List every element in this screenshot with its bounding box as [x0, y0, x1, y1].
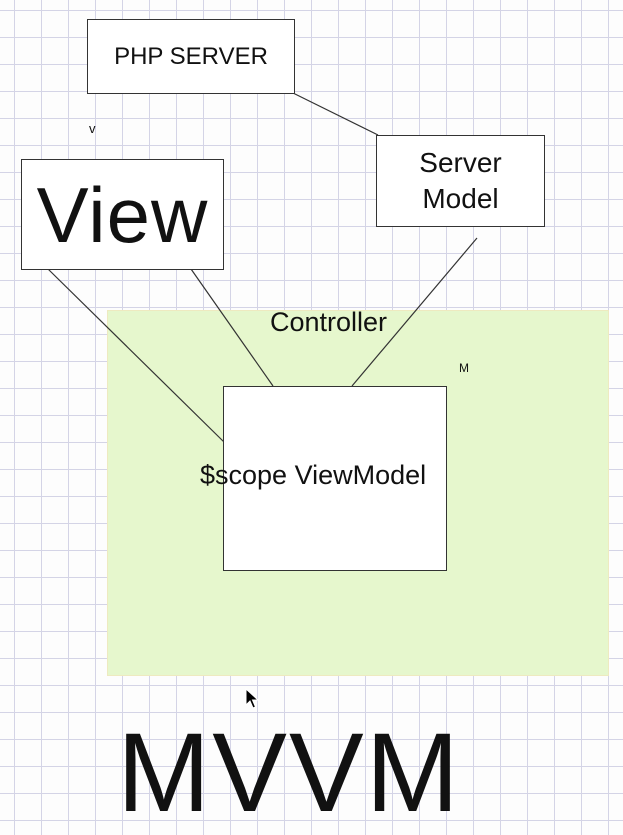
viewmodel-box: [223, 386, 447, 571]
view-marker: v: [89, 121, 96, 136]
server-model-label: Server Model: [419, 147, 502, 214]
server-model-box: Server Model: [376, 135, 545, 227]
view-box: View: [21, 159, 224, 270]
controller-label: Controller: [270, 307, 388, 337]
connector-view-to-viewmodel-top: [190, 268, 274, 387]
viewmodel-label: $scope ViewModel: [200, 460, 427, 490]
connector-view-to-viewmodel-left: [47, 268, 226, 444]
php-server-box: PHP SERVER: [87, 19, 295, 94]
view-label: View: [36, 170, 209, 259]
connector-php-to-server-model: [292, 92, 379, 136]
diagram-title: MVVM: [117, 710, 461, 835]
model-marker: M: [459, 361, 469, 375]
mouse-cursor-icon: [245, 688, 260, 709]
php-server-label: PHP SERVER: [114, 42, 268, 70]
connector-server-model-to-viewmodel: [351, 237, 478, 387]
